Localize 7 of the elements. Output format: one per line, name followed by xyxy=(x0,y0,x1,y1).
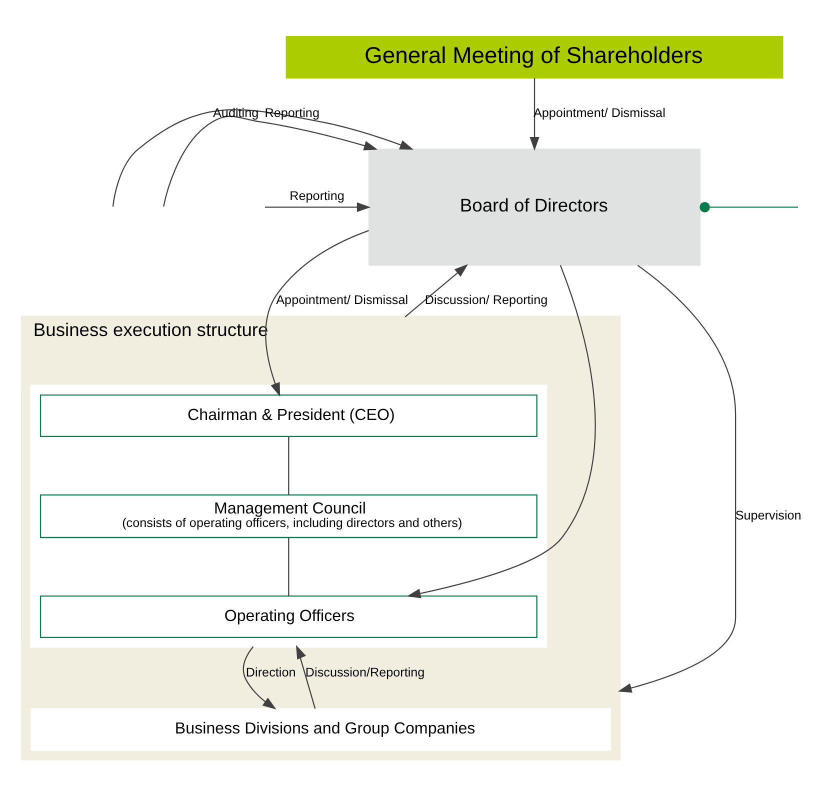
edge-label: Reporting xyxy=(290,189,344,204)
edge-label: Discussion/ Reporting xyxy=(424,293,548,308)
edge-label: Supervision xyxy=(735,508,802,522)
edge-label: Appointment/ Dismissal xyxy=(276,293,408,308)
edge-label: Discussion/Reporting xyxy=(305,665,425,680)
edge-label: Reporting xyxy=(264,106,320,120)
edge-label: Direction xyxy=(246,665,296,680)
